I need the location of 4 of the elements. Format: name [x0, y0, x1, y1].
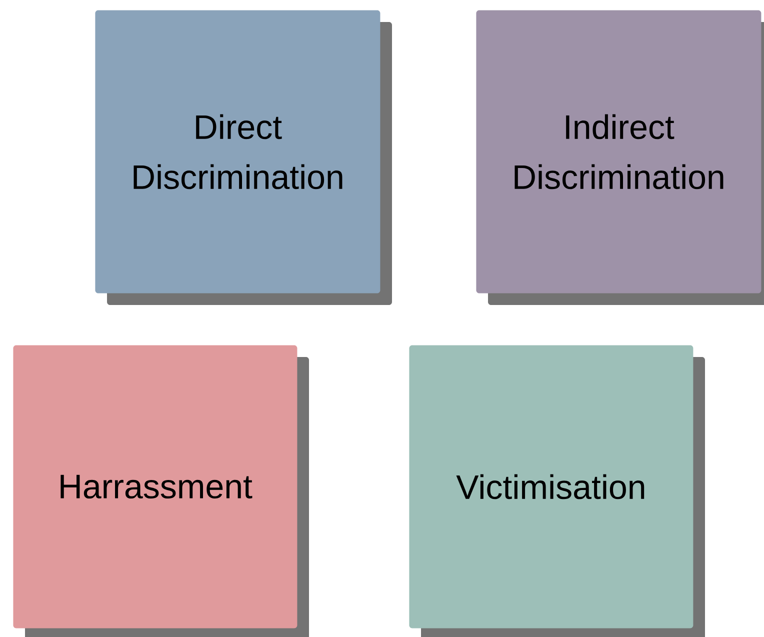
category-box: Harrassment [13, 345, 309, 637]
category-box: Indirect Discrimination [476, 10, 764, 305]
category-box: Direct Discrimination [95, 10, 392, 305]
category-box: Victimisation [409, 345, 705, 637]
